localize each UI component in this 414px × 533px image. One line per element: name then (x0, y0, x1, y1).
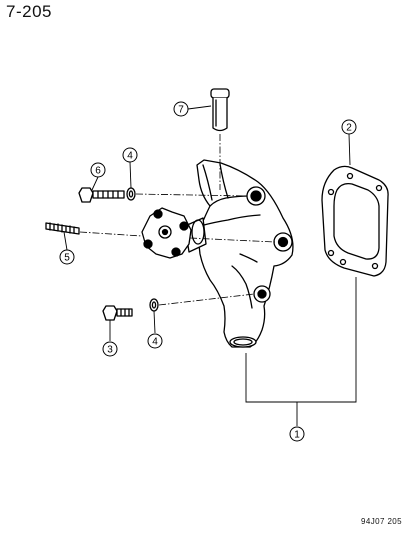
bolt-lower (102, 305, 133, 321)
callout-circle-5 (59, 249, 75, 265)
pulley-hub (141, 207, 192, 259)
page-id: 7-205 (6, 2, 52, 21)
callout-1: 1 (294, 430, 300, 441)
callout-circle-1 (289, 426, 305, 442)
callout-circle-7 (173, 101, 189, 117)
washer-lower (149, 298, 159, 312)
washer-upper (126, 187, 136, 201)
stud (45, 222, 80, 235)
figure-code: 94J07 205 (361, 517, 402, 526)
dowel-pin (210, 88, 230, 132)
callout-circle-2 (341, 119, 357, 135)
callout-circle-4-bottom (147, 333, 163, 349)
bolt-upper (78, 187, 125, 203)
gasket (321, 165, 389, 277)
callout-2: 2 (346, 123, 352, 134)
alignment-lines (79, 134, 276, 306)
callout-circles (59, 101, 357, 442)
leader-lines (63, 105, 357, 426)
callout-7: 7 (178, 105, 184, 116)
callout-3: 3 (107, 345, 113, 356)
callout-circle-6 (90, 162, 106, 178)
callout-4-top: 4 (127, 151, 133, 162)
callout-circle-4-top (122, 147, 138, 163)
water-pump-housing (184, 159, 294, 348)
callout-4-bottom: 4 (152, 337, 158, 348)
callout-6: 6 (95, 166, 101, 177)
callout-circle-3 (102, 341, 118, 357)
callout-5: 5 (64, 253, 70, 264)
